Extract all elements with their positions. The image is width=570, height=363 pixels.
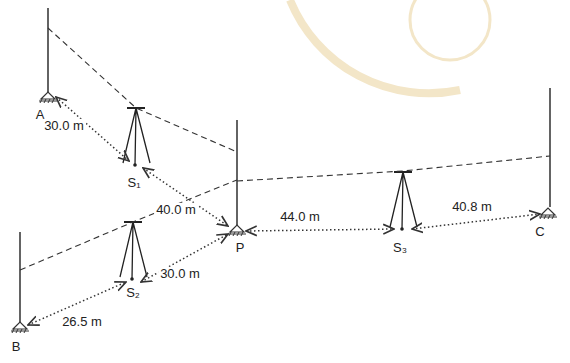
point-name: P: [234, 241, 247, 255]
instrument-name: S₂: [124, 286, 142, 300]
distance-label: 40.0 m: [154, 203, 198, 217]
point-name: C: [533, 225, 546, 239]
distance-line: [28, 97, 540, 325]
distance-label: 30.0 m: [42, 119, 86, 133]
sight-line: [20, 28, 550, 270]
watermark: [290, 0, 490, 93]
instrument-name: S₁: [125, 176, 142, 190]
point-symbol: [11, 92, 557, 333]
point-name: B: [10, 340, 23, 354]
level-instrument: [120, 108, 417, 281]
distance-label: 30.0 m: [158, 267, 202, 281]
instrument-name: S₃: [391, 241, 409, 255]
levelling-staff: [20, 8, 550, 322]
distance-label: 26.5 m: [60, 315, 104, 329]
distance-label: 44.0 m: [278, 210, 322, 224]
distance-label: 40.8 m: [450, 200, 494, 214]
